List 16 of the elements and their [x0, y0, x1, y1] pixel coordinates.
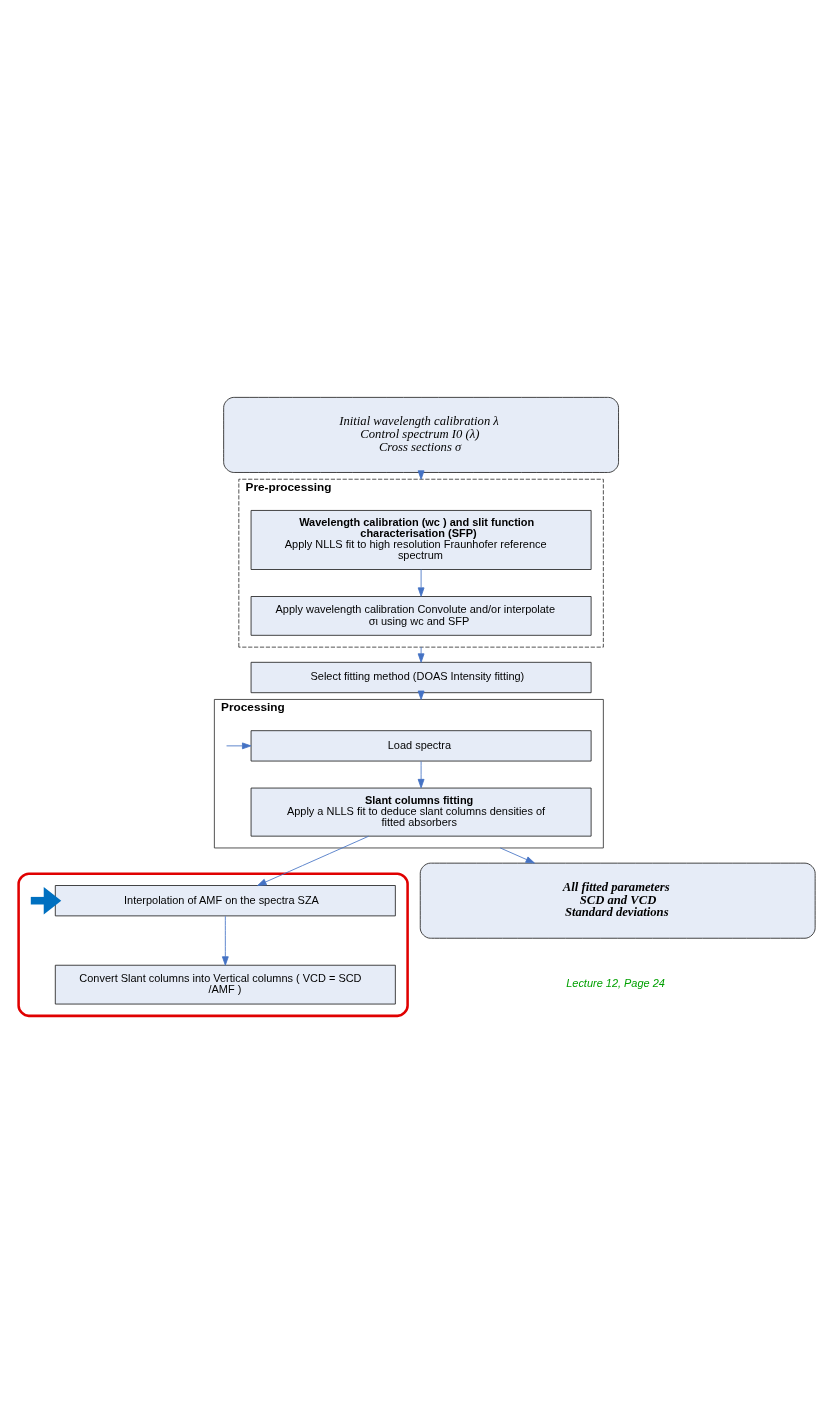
arrow: [226, 742, 252, 750]
arrow: [499, 847, 535, 864]
node-box: Wavelength calibration (wc ) and slit function characterisation (SFP) Apply NLLS fit to high resolution Fraunhofer reference spectrum: [250, 510, 592, 570]
arrow: [221, 915, 229, 966]
node-box: Convert Slant columns into Vertical columns ( VCD = SCD /AMF ): [54, 964, 396, 1005]
arrow: [417, 760, 425, 789]
node-box: Interpolation of AMF on the spectra SZA: [54, 885, 396, 917]
label: Lecture 12, Page 24: [566, 976, 665, 989]
node-box: All fitted parameters SCD and VCD Standard deviations: [419, 862, 816, 939]
node-box: Load spectra: [250, 730, 592, 762]
arrow: [257, 835, 370, 886]
cluster: [17, 872, 409, 1018]
node-box: Apply wavelength calibration Convolute and/or interpolate σι using wc and SFP: [250, 596, 592, 636]
arrow: [417, 646, 425, 663]
arrow: [417, 569, 425, 597]
node-box: Slant columns fitting Apply a NLLS fit to deduce slant columns densities of fitted absorbers: [250, 787, 592, 837]
